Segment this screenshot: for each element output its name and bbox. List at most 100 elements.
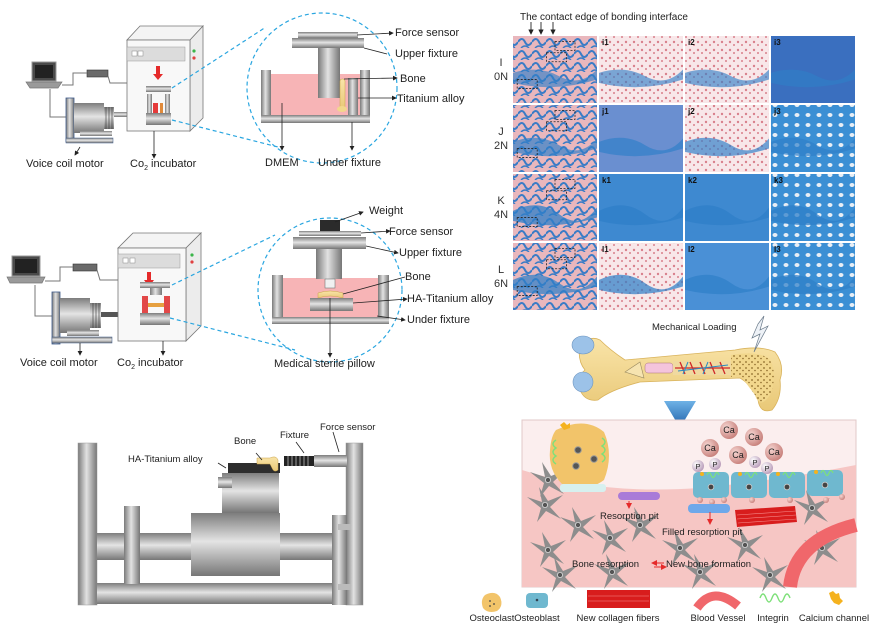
- osteoclast-legend-icon: [481, 592, 502, 612]
- collagen-legend-icon: [587, 590, 650, 608]
- phosphate-ion: [749, 456, 761, 468]
- mineral-bead: [839, 494, 845, 500]
- calcium-ion: [720, 421, 738, 439]
- lightning-icon: [751, 315, 769, 353]
- tile-tag: i1: [602, 38, 609, 47]
- new-bone-formation-label: New bone formation: [666, 559, 752, 570]
- roi-box: [554, 109, 576, 120]
- osteocyte-nucleus: [545, 476, 552, 483]
- roi-box: [546, 259, 567, 270]
- roi-box: [554, 247, 576, 258]
- force-sensor-rod: [314, 455, 347, 467]
- histology-tile: [599, 36, 683, 103]
- osteocyte-layer: [527, 462, 840, 592]
- filled-resorption-pit-label: Filled resorption pit: [662, 527, 743, 538]
- co2-incubator-icon: [126, 24, 204, 132]
- tile-tag: j1: [601, 107, 609, 116]
- roi-box: [516, 79, 538, 89]
- histology-tile: [771, 36, 855, 103]
- calcium-ion: [701, 439, 719, 457]
- tile-tag: l3: [774, 245, 781, 254]
- roi-box: [546, 121, 567, 132]
- integrin: [744, 471, 758, 479]
- row-load: 0N: [493, 70, 509, 83]
- calcium-ion: [765, 443, 783, 461]
- histology-tile: [513, 36, 597, 103]
- fixture-label: Fixture: [280, 430, 310, 441]
- stain-region: [685, 274, 769, 295]
- row-letter: K: [497, 194, 505, 207]
- stain-region: [771, 205, 855, 226]
- calcium-ion: [729, 446, 747, 464]
- calcium-ion-label: Ca: [723, 425, 735, 435]
- weight-label: Weight: [369, 205, 404, 217]
- calcium-channel-legend-icon: [829, 591, 843, 605]
- mineral-bead: [721, 497, 727, 503]
- co2-subscript: 2: [144, 165, 148, 173]
- integrin: [820, 469, 834, 477]
- stain-region: [685, 205, 769, 226]
- medical-sterile-pillow-label: Medical sterile pillow: [274, 358, 375, 370]
- calcium-ion-label: Ca: [748, 432, 760, 442]
- row-letter: I: [499, 56, 503, 69]
- legend-item-label: Integrin: [757, 613, 789, 624]
- ha-titanium-alloy-label: HA-Titanium alloy: [407, 293, 494, 305]
- load-arrow-icon: [153, 66, 163, 80]
- roi-box: [516, 217, 538, 227]
- co2-incubator-label: Co2 incubator: [117, 357, 183, 374]
- calcium-channel: [776, 472, 780, 476]
- histology-title: The contact edge of bonding interface: [520, 12, 688, 23]
- tile-tag: k2: [688, 176, 697, 185]
- co2-suffix: incubator: [147, 158, 197, 170]
- mineral-bead: [697, 497, 703, 503]
- setup-0n-diagram: [25, 12, 398, 164]
- calcium-channel: [814, 470, 818, 474]
- roi-box: [516, 286, 538, 296]
- tile-tag: j3: [773, 107, 781, 116]
- contact-edge-arrows: [528, 22, 556, 35]
- roi-box: [546, 190, 567, 201]
- co2-incubator-icon: [117, 232, 202, 342]
- bone-icon: [256, 456, 279, 472]
- osteocyte-nucleus: [607, 535, 614, 542]
- loading-apparatus-diagram: [77, 431, 364, 606]
- mineral-bead: [709, 499, 715, 505]
- stain-region: [599, 69, 683, 88]
- controller-icon: [72, 263, 98, 272]
- calcium-ion: [745, 428, 763, 446]
- phosphate-ion: [692, 460, 704, 472]
- phosphate-ion: [709, 458, 721, 470]
- histology-tile: [685, 36, 769, 103]
- tile-tag: i2: [688, 38, 695, 47]
- legend-glyphs: [481, 590, 843, 612]
- calcium-channel: [700, 472, 704, 476]
- resorption-pit-mark: [618, 492, 660, 500]
- mineral-bead: [749, 497, 755, 503]
- co2-incubator-label: Co2 incubator: [130, 158, 196, 175]
- down-triangle-icon: [664, 401, 696, 428]
- laptop-icon: [6, 255, 46, 284]
- titanium-alloy-label: Titanium alloy: [397, 93, 465, 105]
- stain-region: [599, 274, 683, 295]
- roi-box: [516, 148, 538, 158]
- row-letter: L: [497, 263, 505, 276]
- osteoblast-nucleus: [745, 483, 753, 491]
- roi-box: [554, 40, 576, 51]
- stain-region: [771, 69, 855, 88]
- integrin: [782, 471, 796, 479]
- osteocyte-nucleus: [809, 504, 816, 511]
- stain-region: [513, 274, 597, 295]
- integrin-legend-icon: [759, 593, 791, 603]
- blood-vessel-legend-icon: [693, 591, 741, 611]
- bone-label: Bone: [234, 436, 257, 447]
- row-letter: J: [498, 125, 504, 138]
- bone-label: Bone: [405, 271, 431, 283]
- mineral-bead: [787, 497, 793, 503]
- stain-region: [771, 137, 855, 157]
